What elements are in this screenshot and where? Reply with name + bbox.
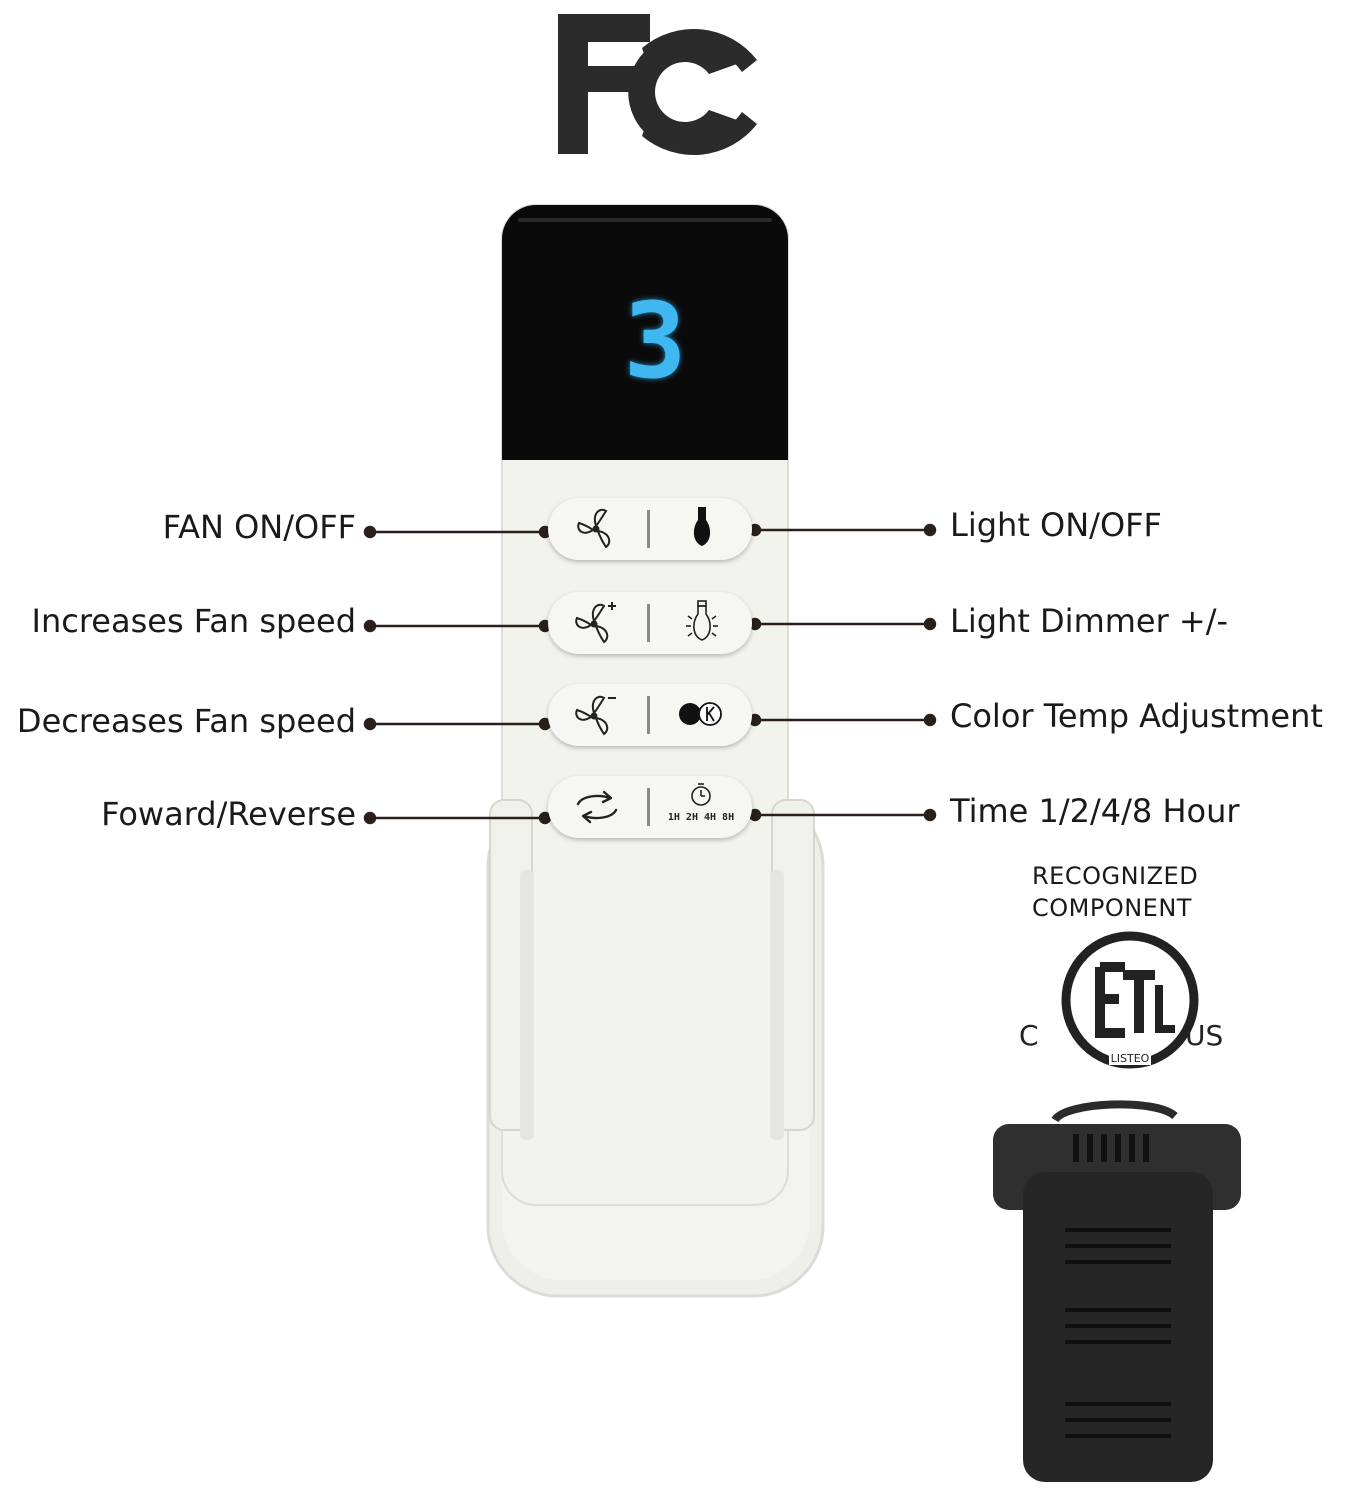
etl-line2: COMPONENT <box>1032 894 1192 922</box>
bulb-outline-icon <box>686 600 718 641</box>
label-decrease-fan-speed: Decreases Fan speed <box>16 702 356 740</box>
color-temp-k-icon <box>679 702 722 726</box>
button-row-speed-up <box>548 592 752 654</box>
forward-reverse-button[interactable] <box>548 776 646 838</box>
button-row-speed-down <box>548 684 752 746</box>
label-light-dimmer: Light Dimmer +/- <box>950 602 1229 640</box>
receiver-module <box>993 1100 1241 1482</box>
reverse-arrows-icon <box>576 790 618 824</box>
etl-line1: RECOGNIZED <box>1032 862 1199 890</box>
timer-icon <box>691 783 711 806</box>
label-timer: Time 1/2/4/8 Hour <box>950 792 1240 830</box>
color-temp-button[interactable] <box>652 684 750 746</box>
bulb-solid-icon <box>693 507 711 546</box>
etl-logo: LISTEO C US <box>1019 931 1223 1069</box>
timer-options-text: 1H 2H 4H 8H <box>667 812 735 823</box>
label-light-on-off: Light ON/OFF <box>950 506 1162 544</box>
decrease-fan-speed-button[interactable] <box>548 684 646 746</box>
button-row-power <box>548 498 752 560</box>
fan-minus-icon <box>575 695 616 736</box>
button-row-reverse-timer: 1H 2H 4H 8H <box>548 776 752 838</box>
label-color-temp: Color Temp Adjustment <box>950 697 1323 735</box>
fcc-logo <box>558 14 757 156</box>
led-display: 3 <box>610 286 700 396</box>
timer-button[interactable]: 1H 2H 4H 8H <box>652 776 750 838</box>
fan-icon <box>577 508 611 549</box>
fan-plus-icon <box>575 602 616 644</box>
fan-on-off-button[interactable] <box>548 498 646 560</box>
increase-fan-speed-button[interactable] <box>548 592 646 654</box>
display-digit: 3 <box>623 280 687 402</box>
light-dimmer-button[interactable] <box>652 592 750 654</box>
label-fan-on-off: FAN ON/OFF <box>162 508 356 546</box>
label-forward-reverse: Foward/Reverse <box>101 795 356 833</box>
svg-text:US: US <box>1185 1019 1223 1052</box>
svg-text:LISTEO: LISTEO <box>1111 1052 1150 1065</box>
light-on-off-button[interactable] <box>652 498 750 560</box>
label-increase-fan-speed: Increases Fan speed <box>31 602 356 640</box>
svg-text:C: C <box>1019 1019 1039 1052</box>
